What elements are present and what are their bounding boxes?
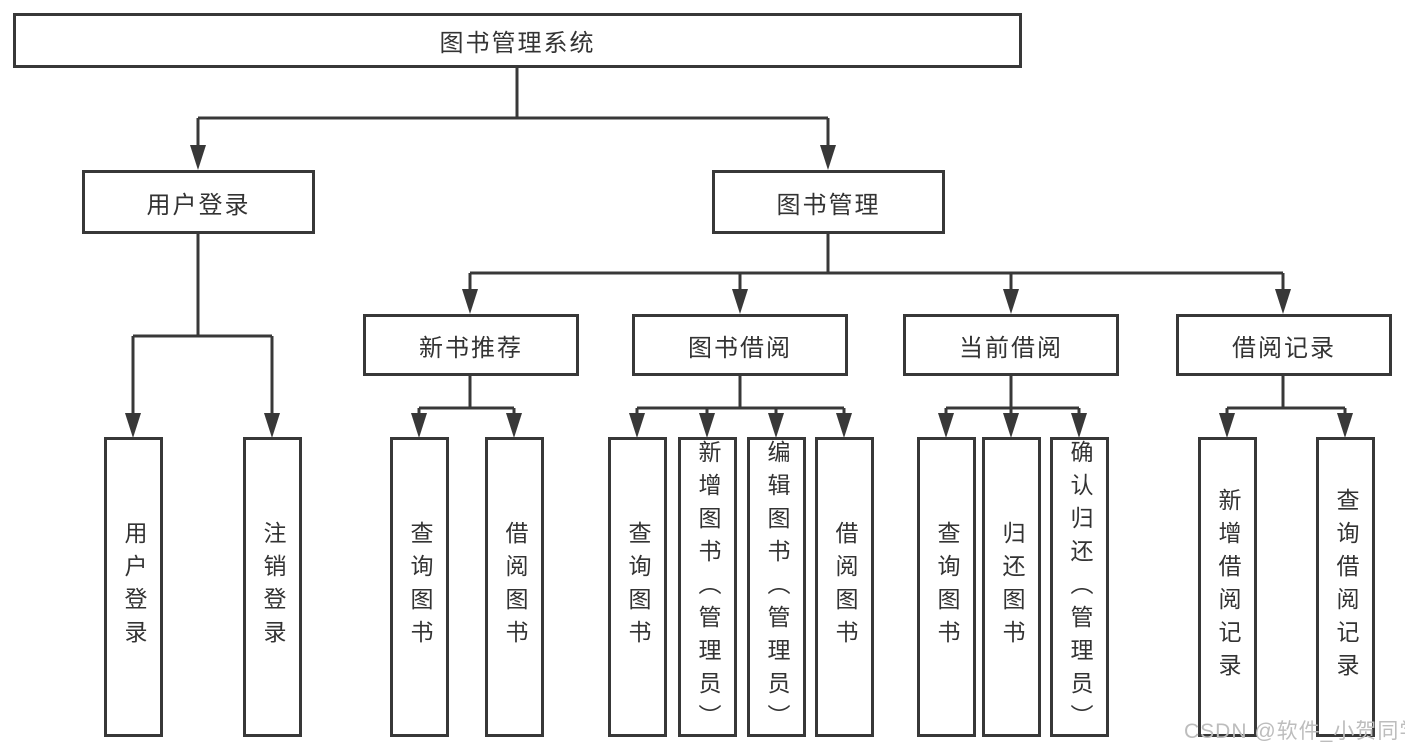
node-user-login: 用户登录 (82, 170, 315, 234)
connector-root-to-level2 (196, 68, 830, 146)
connector-borrow-to-leaves (635, 376, 846, 414)
leaf-logout-login: 注销登录 (243, 437, 302, 737)
connector-recommend-to-leaves (417, 376, 516, 414)
node-book-borrow-label: 图书借阅 (688, 334, 792, 362)
leaf-add-book-admin: 新增图书（管理员） (678, 437, 737, 737)
node-new-book-recommend-label: 新书推荐 (419, 334, 523, 362)
leaf-edit-book-admin: 编辑图书（管理员） (747, 437, 806, 737)
node-borrow-records: 借阅记录 (1176, 314, 1392, 376)
leaf-query-books-borrow: 查询图书 (608, 437, 667, 737)
node-user-login-label: 用户登录 (146, 191, 251, 219)
leaf-add-borrow-record: 新增借阅记录 (1198, 437, 1257, 737)
watermark: CSDN @软件_小贺同学 (1184, 720, 1405, 743)
leaf-query-books-current: 查询图书 (917, 437, 976, 737)
node-current-borrow-label: 当前借阅 (959, 334, 1063, 362)
node-library-system: 图书管理系统 (13, 13, 1022, 68)
node-current-borrow: 当前借阅 (903, 314, 1119, 376)
connector-records-to-leaves (1225, 376, 1347, 414)
node-book-borrow: 图书借阅 (632, 314, 848, 376)
node-book-management: 图书管理 (712, 170, 945, 234)
node-new-book-recommend: 新书推荐 (363, 314, 579, 376)
connector-current-to-leaves (944, 376, 1081, 414)
leaf-confirm-return-admin: 确认归还（管理员） (1050, 437, 1109, 737)
node-borrow-records-label: 借阅记录 (1232, 334, 1336, 362)
leaf-borrow-books: 借阅图书 (815, 437, 874, 737)
leaf-return-book: 归还图书 (982, 437, 1041, 737)
leaf-query-borrow-record: 查询借阅记录 (1316, 437, 1375, 737)
leaf-query-books-recommend: 查询图书 (390, 437, 449, 737)
node-book-management-label: 图书管理 (776, 191, 881, 219)
leaf-borrow-books-recommend: 借阅图书 (485, 437, 544, 737)
connector-mgmt-to-groups (468, 234, 1285, 290)
node-library-system-label: 图书管理系统 (439, 30, 596, 57)
arrowheads (125, 145, 1353, 438)
leaf-user-login: 用户登录 (104, 437, 163, 737)
connector-login-to-leaves (131, 234, 274, 413)
